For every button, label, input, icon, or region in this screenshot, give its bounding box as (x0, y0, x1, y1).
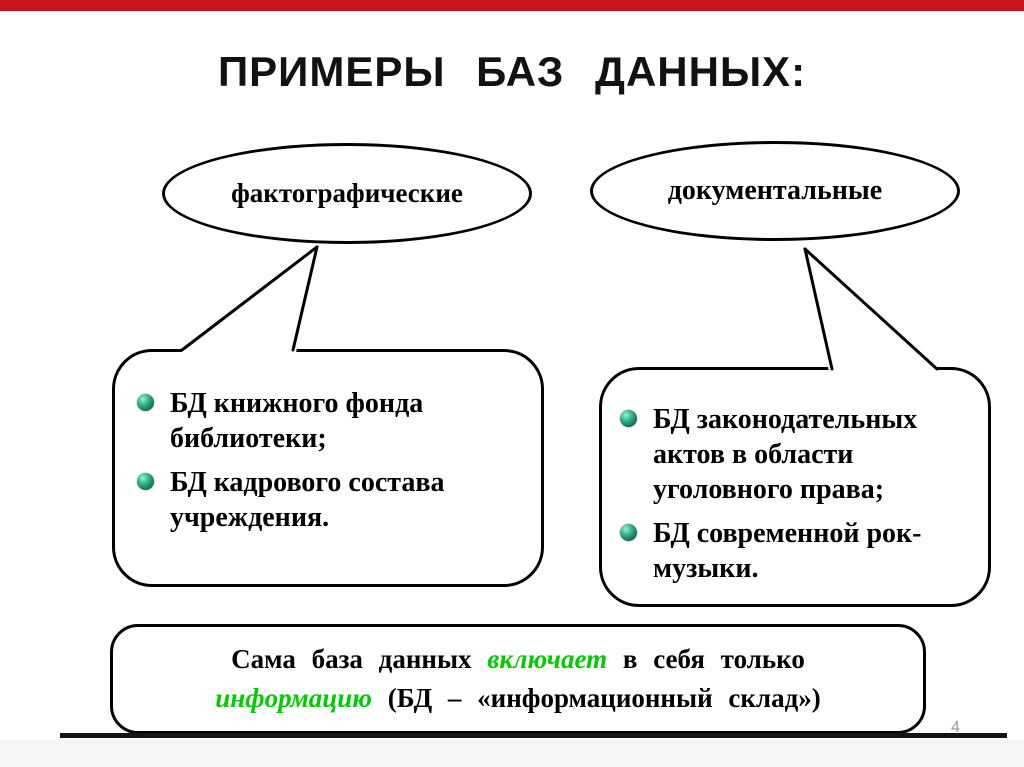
summary-line-2: информацию (БД – «информационный склад») (113, 679, 923, 718)
doc-examples-list: БД законодательных актов в области уголо… (620, 402, 965, 595)
highlight-included: включает (487, 644, 608, 674)
sphere-bullet-icon (137, 473, 154, 490)
sphere-bullet-icon (620, 524, 637, 541)
summary-part: (БД – «информационный склад») (372, 683, 821, 713)
category-label-documentary: документальные (667, 175, 883, 206)
sphere-bullet-icon (137, 394, 154, 411)
fact-item-text: БД кадрового состава учреждения. (170, 467, 445, 533)
list-item: БД книжного фонда библиотеки; (137, 386, 512, 456)
list-item: БД законодательных актов в области уголо… (620, 402, 965, 507)
summary-text: Сама база данных включает в себя только … (113, 640, 923, 718)
category-ellipse-factographic: фактографические (162, 143, 532, 244)
summary-line-1: Сама база данных включает в себя только (113, 640, 923, 679)
page-number: 4 (951, 719, 960, 736)
list-item: БД современной рок-музыки. (620, 516, 965, 586)
doc-item-text: БД законодательных актов в области уголо… (653, 404, 918, 505)
fact-examples-callout: БД книжного фонда библиотеки; БД кадрово… (112, 349, 544, 587)
doc-examples-callout: БД законодательных актов в области уголо… (599, 367, 991, 607)
summary-part: Сама база данных (231, 644, 488, 674)
summary-part: в себя только (607, 644, 805, 674)
bottom-strip (0, 740, 1024, 767)
top-accent-bar (0, 0, 1024, 11)
highlight-information: информацию (215, 683, 373, 713)
summary-callout: Сама база данных включает в себя только … (110, 624, 926, 734)
slide-title: ПРИМЕРЫ БАЗ ДАННЫХ: (217, 48, 807, 95)
list-item: БД кадрового состава учреждения. (137, 465, 512, 535)
category-label-factographic: фактографические (231, 178, 463, 208)
category-ellipse-documentary: документальные (590, 141, 960, 241)
fact-item-text: БД книжного фонда библиотеки; (170, 388, 424, 454)
sphere-bullet-icon (620, 410, 637, 427)
fact-examples-list: БД книжного фонда библиотеки; БД кадрово… (137, 386, 512, 544)
doc-item-text: БД современной рок-музыки. (653, 518, 922, 584)
bottom-rule (60, 733, 1007, 738)
